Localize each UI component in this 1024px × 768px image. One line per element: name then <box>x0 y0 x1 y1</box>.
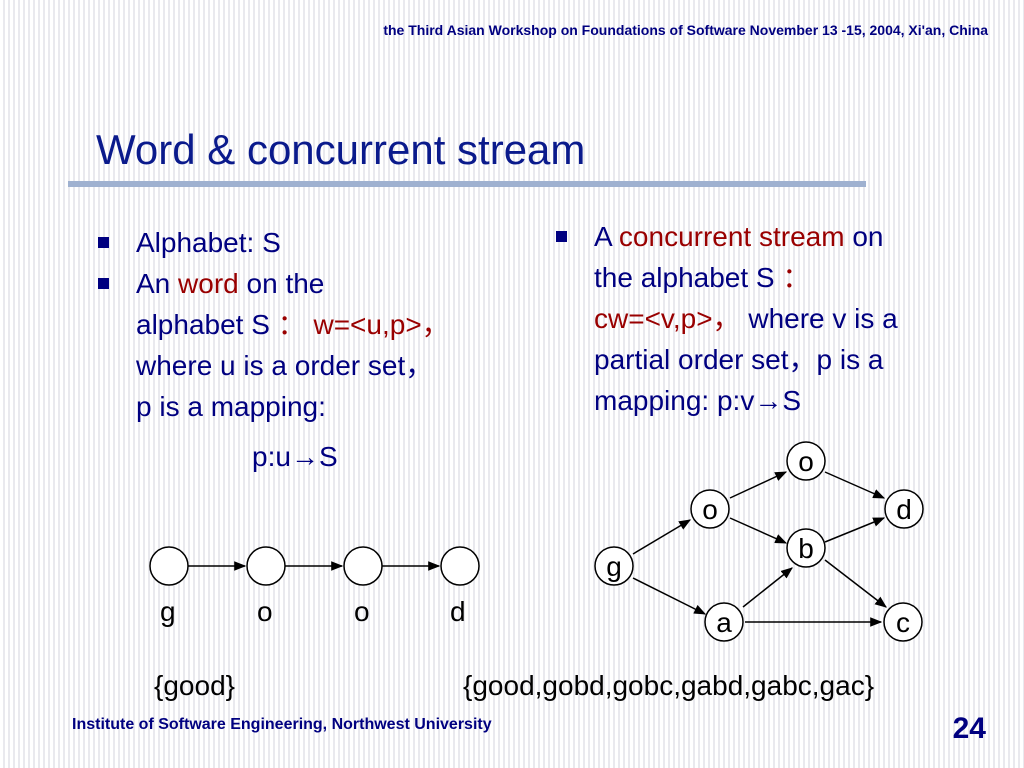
chain-node-4 <box>440 546 480 586</box>
cs-line2: the alphabet S <box>594 262 783 293</box>
slide-title: Word & concurrent stream <box>96 126 586 173</box>
cs-formula: cw=<v,p>， <box>594 303 741 334</box>
word-line2: alphabet S <box>136 309 278 340</box>
stream-graph-labels: g o o b a d c <box>606 446 912 638</box>
word-mapping-post: S <box>318 441 338 472</box>
bullet-concurrent-stream: A concurrent stream on the alphabet S ： … <box>556 216 986 421</box>
word-pre: An <box>136 268 179 299</box>
title-underline <box>68 181 866 187</box>
edge-g-a <box>632 577 707 615</box>
word-mapping: p:u→S <box>136 436 498 477</box>
word-term: word <box>178 268 239 299</box>
cs-line4: partial order set，p is a <box>594 344 884 375</box>
chain-label-4: d <box>450 596 466 627</box>
bullet-alphabet: Alphabet: S <box>98 222 498 263</box>
stream-graph-edges <box>632 471 887 627</box>
chain-node-1 <box>149 546 189 586</box>
bullet-square-icon <box>98 237 109 248</box>
node-a <box>704 602 744 642</box>
chain-node-3 <box>343 546 383 586</box>
node-o-left <box>690 489 730 529</box>
edge-b-d <box>824 517 886 543</box>
bullet-square-icon <box>98 278 109 289</box>
node-g <box>594 546 634 586</box>
word-formula: w=<u,p>， <box>305 309 450 340</box>
edge-o-otop <box>729 471 788 499</box>
left-column: Alphabet: S An word on the alphabet S ： … <box>98 222 498 477</box>
edge-otop-d <box>824 471 886 499</box>
word-line3: where u is a order set， <box>136 350 434 381</box>
edge-b-c <box>824 559 887 608</box>
word-mapping-pre: p:u <box>252 441 291 472</box>
label-o-left: o <box>702 494 718 525</box>
slide-header: the Third Asian Workshop on Foundations … <box>383 22 988 38</box>
alphabet-text: Alphabet: S <box>136 227 281 258</box>
cs-line1-post: on <box>844 221 884 252</box>
label-c: c <box>896 607 910 638</box>
right-column: A concurrent stream on the alphabet S ： … <box>556 216 986 421</box>
word-line1-post: on the <box>238 268 325 299</box>
cs-line3-post: where v is a <box>740 303 898 334</box>
edge-a-b <box>742 567 793 608</box>
chain-node-2 <box>246 546 286 586</box>
label-b: b <box>798 533 814 564</box>
cs-pre: A <box>594 221 619 252</box>
right-arrow-icon: → <box>290 441 319 472</box>
cs-mapping-post: S <box>782 385 802 416</box>
node-b <box>786 528 826 568</box>
node-o-top <box>786 441 826 481</box>
node-d <box>884 489 924 529</box>
footer-institute: Institute of Software Engineering, North… <box>72 716 492 733</box>
node-c <box>883 602 923 642</box>
page-number: 24 <box>952 712 986 745</box>
chain-label-2: o <box>257 596 273 627</box>
word-set: {good} <box>154 670 235 701</box>
chain-label-3: o <box>354 596 370 627</box>
label-a: a <box>716 607 732 638</box>
cs-term: concurrent stream <box>618 221 845 252</box>
cs-mapping-pre: mapping: p:v <box>594 385 755 416</box>
word-chain-diagram <box>149 546 480 586</box>
word-colon: ： <box>277 309 306 340</box>
chain-label-1: g <box>160 596 176 627</box>
stream-graph-nodes <box>594 441 924 642</box>
word-line4: p is a mapping: <box>136 391 326 422</box>
edge-g-o <box>632 519 692 555</box>
label-o-top: o <box>798 446 814 477</box>
label-d: d <box>896 494 912 525</box>
bullet-word: An word on the alphabet S ： w=<u,p>， whe… <box>98 263 498 477</box>
cs-colon: ： <box>782 262 811 293</box>
right-arrow-icon: → <box>754 385 783 416</box>
stream-set: {good,gobd,gobc,gabd,gabc,gac} <box>463 670 875 701</box>
label-g: g <box>606 551 622 582</box>
bullet-square-icon <box>556 231 567 242</box>
edge-o-b <box>729 517 788 544</box>
